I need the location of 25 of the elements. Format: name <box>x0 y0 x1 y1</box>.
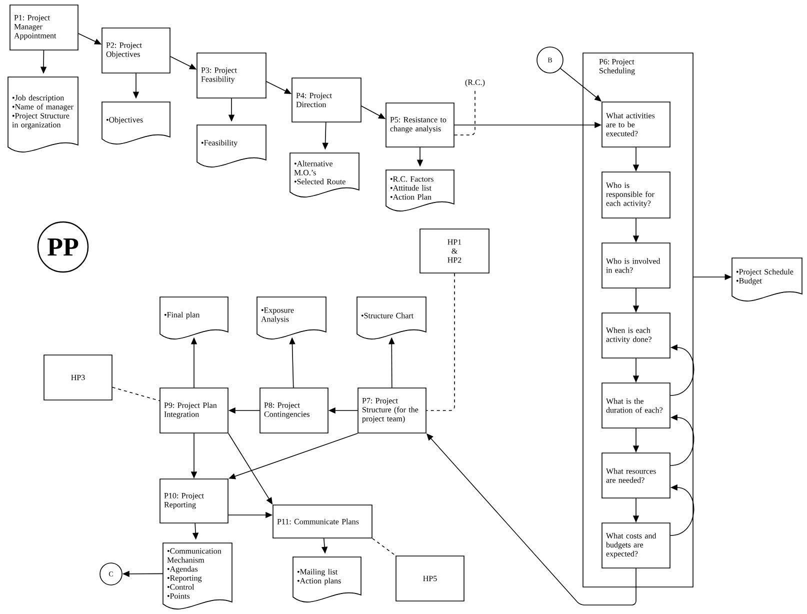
section-badge: PP <box>37 221 89 273</box>
process-box: HP5 <box>396 556 464 602</box>
process-box: P10: Project Reporting <box>160 478 228 524</box>
process-box: P8: Project Contingencies <box>260 388 328 434</box>
process-box: What activities are to be executed? <box>602 102 670 148</box>
process-box: P3: Project Feasibility <box>196 52 266 98</box>
note-text: (R.C.) <box>465 79 485 87</box>
process-box: P1: Project Manager Appointment <box>10 4 78 50</box>
process-box: HP3 <box>44 354 112 400</box>
process-box: P4: Project Direction <box>292 78 362 122</box>
process-box: P7: Project Structure (for the project team) <box>358 388 426 434</box>
process-box: Who is responsible for each activity? <box>602 172 670 218</box>
process-box: P11: Communicate Plans <box>272 504 372 538</box>
process-box: HP1 & HP2 <box>420 228 490 274</box>
dashed-link <box>372 538 396 556</box>
dashed-link <box>426 273 455 411</box>
process-box: P9: Project Plan Integration <box>160 388 228 434</box>
process-box: What is the duration of each? <box>602 382 670 428</box>
process-box: When is each activity done? <box>602 312 670 358</box>
process-box: P2: Project Objectives <box>102 28 170 74</box>
process-box: What costs and budgets are expected? <box>602 522 670 568</box>
dashed-link <box>112 386 160 402</box>
process-box: What resources are needed? <box>602 452 670 498</box>
process-box: P5: Resistance to change analysis <box>386 102 454 148</box>
process-box: Who is involved in each? <box>602 242 670 288</box>
